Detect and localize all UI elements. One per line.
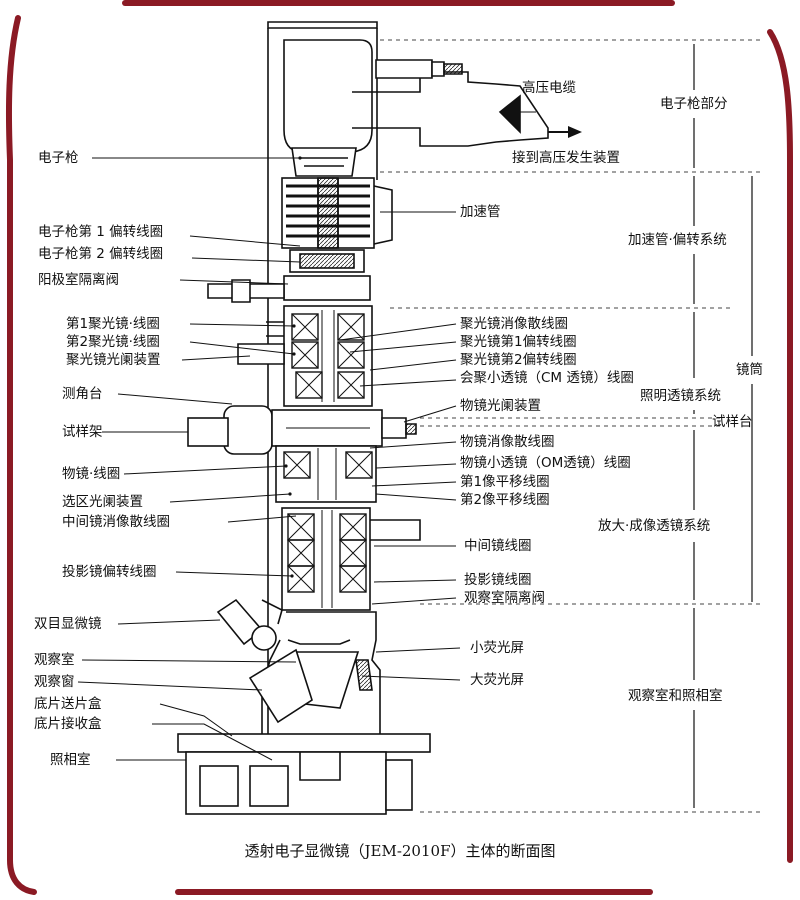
label-cm-lens-coil: 会聚小透镜（CM 透镜）线圈 — [460, 370, 634, 386]
section-viewing-camera: 观察室和照相室 — [628, 688, 723, 704]
section-arrows — [693, 44, 753, 808]
label-viewing-isolation-valve: 观察室隔离阀 — [464, 590, 545, 606]
section-illumination-lens: 照明透镜系统 — [640, 388, 721, 404]
section-dividers — [380, 39, 760, 813]
label-objective-stigmator: 物镜消像散线圈 — [460, 434, 555, 450]
label-electron-gun: 电子枪 — [38, 150, 79, 166]
label-condenser-lens-1: 第1聚光镜·线圈 — [66, 316, 160, 332]
label-large-screen: 大荧光屏 — [470, 672, 524, 688]
section-column: 镜筒 — [736, 362, 763, 378]
label-condenser-aperture: 聚光镜光阑装置 — [66, 352, 161, 368]
leader-dots — [284, 156, 302, 578]
label-to-hv-generator: 接到高压发生装置 — [512, 150, 620, 166]
label-specimen-holder: 试样架 — [62, 424, 103, 440]
label-image-shift-1: 第1像平移线圈 — [460, 474, 550, 490]
label-om-lens-coil: 物镜小透镜（OM透镜）线圈 — [460, 455, 631, 471]
label-condenser-deflection-2: 聚光镜第2偏转线圈 — [460, 352, 577, 368]
figure-caption: 透射电子显微镜（JEM-2010F）主体的断面图 — [244, 842, 556, 860]
label-accelerating-tube: 加速管 — [460, 204, 501, 220]
label-film-receive-box: 底片接收盒 — [34, 716, 102, 732]
section-imaging-lens: 放大·成像透镜系统 — [598, 518, 711, 534]
label-gun-deflection-coil-1: 电子枪第 1 偏转线圈 — [38, 224, 164, 240]
label-condenser-stigmator: 聚光镜消像散线圈 — [460, 316, 568, 332]
page-frame — [5, 0, 793, 895]
label-objective-aperture: 物镜光阑装置 — [460, 398, 541, 414]
label-projector-lens: 投影镜线圈 — [464, 572, 532, 588]
label-viewing-chamber: 观察室 — [34, 652, 75, 668]
microscope-column — [177, 21, 582, 815]
label-gun-deflection-coil-2: 电子枪第 2 偏转线圈 — [38, 246, 164, 262]
label-condenser-lens-2: 第2聚光镜·线圈 — [66, 334, 160, 350]
label-projector-deflection-coil: 投影镜偏转线圈 — [62, 564, 157, 580]
section-electron-gun: 电子枪部分 — [660, 96, 728, 112]
section-accel-deflection: 加速管·偏转系统 — [628, 232, 727, 248]
label-intermediate-lens: 中间镜线圈 — [464, 538, 532, 554]
label-goniometer: 测角台 — [62, 386, 103, 402]
label-small-screen: 小荧光屏 — [470, 640, 524, 656]
label-film-supply-box: 底片送片盒 — [34, 696, 102, 712]
label-image-shift-2: 第2像平移线圈 — [460, 492, 550, 508]
label-hv-cable: 高压电缆 — [522, 80, 576, 96]
label-condenser-deflection-1: 聚光镜第1偏转线圈 — [460, 334, 577, 350]
leader-lines — [77, 111, 536, 761]
label-intermediate-stigmator: 中间镜消像散线圈 — [62, 514, 170, 530]
label-anode-isolation-valve: 阳极室隔离阀 — [38, 272, 119, 288]
section-specimen-stage: 试样台 — [712, 414, 753, 430]
label-selected-area-aperture: 选区光阑装置 — [62, 494, 143, 510]
label-binocular-microscope: 双目显微镜 — [34, 616, 102, 632]
label-objective-lens: 物镜·线圈 — [62, 466, 121, 482]
label-viewing-window: 观察窗 — [34, 674, 75, 690]
label-camera-chamber: 照相室 — [50, 752, 91, 768]
